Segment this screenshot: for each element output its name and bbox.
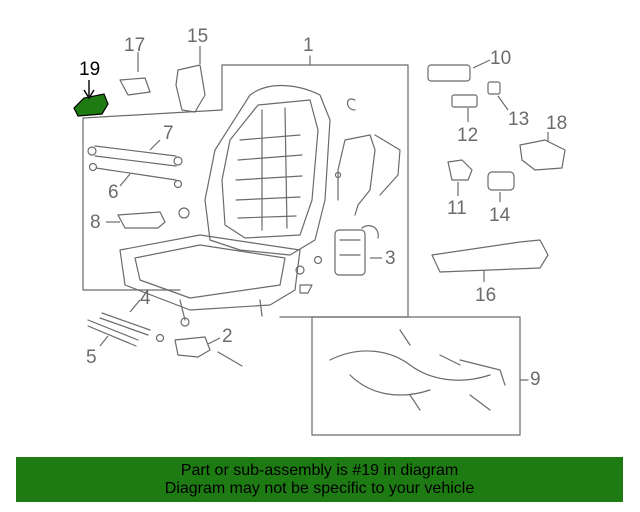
rod-6	[95, 167, 177, 181]
callout-5: 5	[86, 347, 97, 368]
callout-18: 18	[546, 113, 568, 134]
callout-19: 19	[79, 59, 101, 80]
callout-7: 7	[163, 123, 174, 144]
callout-12: 12	[457, 125, 479, 146]
rail-16	[431, 239, 549, 273]
callout-8: 8	[90, 212, 101, 233]
seat-assembly-box	[221, 64, 409, 318]
callout-14: 14	[489, 205, 511, 226]
callout-17: 17	[124, 35, 146, 56]
callout-4: 4	[140, 288, 151, 309]
callout-2: 2	[222, 326, 233, 347]
callout-9: 9	[530, 369, 541, 390]
callout-1: 1	[303, 35, 314, 56]
callout-16: 16	[475, 285, 497, 306]
info-banner: Part or sub-assembly is #19 in diagram D…	[16, 457, 623, 502]
banner-line-1: Part or sub-assembly is #19 in diagram	[180, 462, 459, 479]
wiring-box	[311, 316, 521, 436]
part-19-highlight	[73, 80, 109, 117]
callout-6: 6	[108, 182, 119, 203]
banner-line-2: Diagram may not be specific to your vehi…	[164, 480, 475, 497]
callout-15: 15	[187, 26, 209, 47]
callout-3: 3	[385, 248, 396, 269]
rod-7	[94, 145, 177, 167]
callout-11: 11	[447, 198, 467, 219]
seat-frame	[204, 84, 331, 256]
callout-13: 13	[508, 109, 530, 130]
callout-10: 10	[490, 48, 512, 69]
